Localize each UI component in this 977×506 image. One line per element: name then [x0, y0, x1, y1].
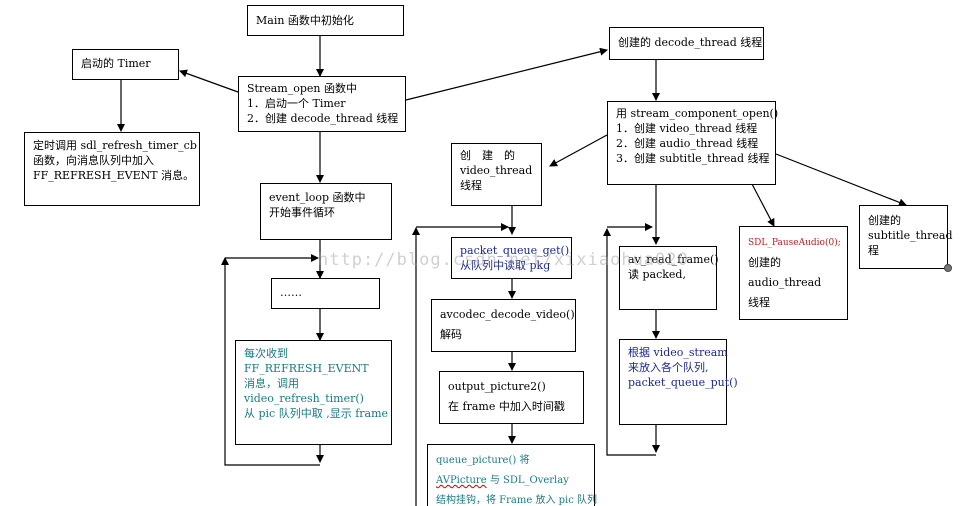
- node-text: video_refresh_timer(): [244, 392, 364, 405]
- node-text: 根据 video_stream: [628, 346, 728, 359]
- node-text: 创 建 的: [460, 149, 515, 162]
- edge-stream-open-to-decode-thread: [405, 47, 608, 101]
- node-text: 来放入各个队列,: [628, 361, 709, 374]
- node-text: 从队列中读取 pkg: [460, 259, 551, 272]
- node-text: Main 函数中初始化: [256, 14, 354, 27]
- node-text: 函数，向消息队列中加入: [33, 154, 154, 167]
- node-text: output_picture2(): [448, 380, 546, 393]
- node-text: av_read_frame(): [628, 253, 719, 266]
- edge-sco-to-subtitle-thread: [775, 153, 907, 207]
- node-audio-thread-created: SDL_PauseAudio(0); 创建的 audio_thread 线程: [739, 226, 848, 320]
- squiggle-word: AVPicture: [436, 475, 487, 486]
- node-text: SDL_PauseAudio(0);: [748, 238, 841, 248]
- node-text: Stream_open 函数中: [247, 82, 357, 95]
- node-timer-callback: 定时调用 sdl_refresh_timer_cb 函数，向消息队列中加入 FF…: [24, 132, 200, 206]
- node-text: FF_REFRESH_EVENT 消息。: [33, 169, 195, 182]
- resize-handle[interactable]: [944, 264, 952, 272]
- node-packet-queue-put: 根据 video_stream 来放入各个队列, packet_queue_pu…: [619, 339, 738, 425]
- node-text: packet_queue_get(): [460, 244, 570, 257]
- node-video-thread-created: 创 建 的 video_thread 线程: [451, 143, 542, 206]
- node-text: 解码: [440, 328, 462, 341]
- node-stream-open: Stream_open 函数中 1．启动一个 Timer 2．创建 decode…: [238, 76, 406, 132]
- node-text: 2．创建 audio_thread 线程: [616, 137, 759, 150]
- node-text: 在 frame 中加入时间戳: [448, 400, 565, 413]
- edge-sco-to-audio-thread: [751, 183, 775, 227]
- node-subtitle-thread-created: 创建的 subtitle_thread 程: [859, 205, 953, 269]
- edge-event-loop-return: [221, 257, 320, 466]
- node-text: subtitle_thread: [868, 229, 953, 242]
- node-text: 从 pic 队列中取 ,显示 frame: [244, 407, 389, 420]
- node-text: 消息，调用: [244, 377, 299, 390]
- node-text: 线程: [748, 296, 770, 309]
- node-stream-component-open: 用 stream_component_open() 1．创建 video_thr…: [607, 101, 779, 185]
- node-main-init: Main 函数中初始化: [247, 5, 404, 36]
- node-text: 启动的 Timer: [81, 57, 151, 70]
- node-text: 线程: [460, 179, 482, 192]
- node-text: 每次收到: [244, 347, 288, 360]
- node-av-read-frame: av_read_frame() 读 packed,: [619, 246, 719, 310]
- node-text: 创建的 decode_thread 线程: [618, 36, 763, 49]
- node-text: ……: [280, 286, 302, 299]
- node-avcodec-decode: avcodec_decode_video() 解码: [431, 299, 576, 352]
- node-text: 1．创建 video_thread 线程: [616, 122, 758, 135]
- node-packet-queue-get: packet_queue_get() 从队列中读取 pkg: [451, 237, 572, 279]
- node-timer-started: 启动的 Timer: [72, 49, 179, 80]
- node-text: 用 stream_component_open(): [616, 107, 779, 120]
- edge-sco-to-video-thread: [549, 134, 608, 167]
- node-text: 3．创建 subtitle_thread 线程: [616, 152, 770, 165]
- node-refresh-event: 每次收到 FF_REFRESH_EVENT 消息，调用 video_refres…: [235, 340, 392, 445]
- node-decode-thread-created: 创建的 decode_thread 线程: [609, 27, 764, 60]
- node-event-loop: event_loop 函数中 开始事件循环: [260, 183, 392, 240]
- node-text: 程: [868, 244, 879, 257]
- node-text: 1．启动一个 Timer: [247, 97, 346, 110]
- node-text: 开始事件循环: [269, 206, 335, 219]
- node-text: queue_picture() 将: [436, 455, 530, 466]
- node-text: 结构挂钩，将 Frame 放入 pic 队列: [436, 495, 597, 506]
- node-text: 创建的: [748, 256, 781, 269]
- node-text: 读 packed,: [628, 268, 686, 281]
- node-queue-picture: queue_picture() 将 AVPicture 与 SDL_Overla…: [427, 444, 597, 506]
- edge-stream-open-to-timer: [179, 69, 239, 93]
- node-text: event_loop 函数中: [269, 191, 366, 204]
- node-text: 创建的: [868, 214, 901, 227]
- node-output-picture: output_picture2() 在 frame 中加入时间戳: [439, 371, 584, 424]
- node-text: avcodec_decode_video(): [440, 308, 575, 321]
- node-text: packet_queue_put(): [628, 376, 738, 389]
- node-ellipsis: ……: [271, 278, 380, 309]
- node-text: AVPicture 与 SDL_Overlay: [436, 475, 569, 486]
- node-text: FF_REFRESH_EVENT: [244, 362, 369, 375]
- node-text: 定时调用 sdl_refresh_timer_cb: [33, 139, 197, 152]
- node-text: audio_thread: [748, 276, 822, 289]
- node-text: video_thread: [460, 164, 533, 177]
- node-text: 2．创建 decode_thread 线程: [247, 112, 399, 125]
- edge-read-loop-return: [603, 228, 656, 456]
